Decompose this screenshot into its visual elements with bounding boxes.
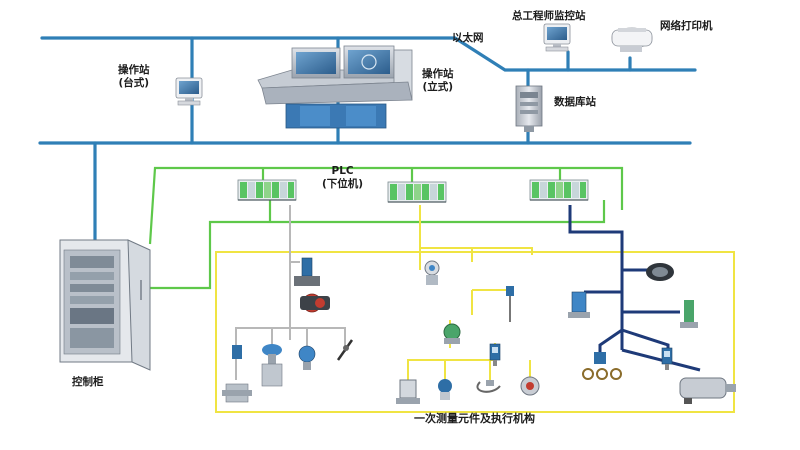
valve-icon[interactable] (222, 345, 252, 403)
cable-sensor-icon[interactable] (476, 380, 501, 393)
chief-engineer-monitor-icon[interactable] (543, 23, 571, 52)
gray-links (235, 205, 346, 380)
pump-icon[interactable] (294, 257, 330, 313)
pipe-valve-icon[interactable] (582, 352, 622, 380)
motor-icon[interactable] (679, 377, 736, 404)
plc-rack-left-icon[interactable] (237, 179, 297, 201)
ethernet-label: 以太网 (452, 32, 484, 44)
flange-sensor-icon[interactable] (396, 379, 420, 404)
plc-rack-middle-icon[interactable] (387, 181, 447, 203)
sensor-icon[interactable] (424, 260, 440, 285)
flow-switch-icon[interactable] (680, 300, 698, 328)
desk-operator-station-icon[interactable] (175, 77, 203, 106)
standing-operator-station-label: 操作站 (立式) (422, 68, 454, 93)
control-cabinet-label: 控制柜 (72, 376, 104, 388)
manifold-icon[interactable] (568, 291, 590, 318)
network-printer-label: 网络打印机 (660, 20, 713, 32)
database-station-label: 数据库站 (554, 96, 596, 108)
field-device-boundary (215, 205, 735, 413)
electromagnetic-meter-icon[interactable] (661, 347, 673, 371)
plc-rack-right-icon[interactable] (529, 179, 589, 201)
navy-links (568, 205, 701, 372)
thermocouple-icon[interactable] (438, 379, 452, 400)
level-transmitter-icon[interactable] (443, 323, 461, 344)
gas-detector-icon[interactable] (646, 263, 674, 281)
network-printer-icon[interactable] (611, 27, 653, 52)
flow-meter-icon[interactable] (506, 286, 514, 322)
plc-label: PLC (下位机) (322, 165, 364, 190)
green-links (148, 166, 624, 290)
control-cabinet-icon[interactable] (59, 239, 151, 371)
gauge-icon[interactable] (489, 343, 501, 367)
chief-engineer-station-label: 总工程师监控站 (512, 10, 586, 22)
field-devices-label: 一次测量元件及执行机构 (414, 412, 535, 425)
pressure-transmitter-icon[interactable] (298, 345, 316, 370)
database-server-icon[interactable] (515, 85, 543, 132)
actuator-icon[interactable] (520, 376, 540, 396)
standing-operator-console-icon[interactable] (257, 45, 413, 129)
desk-operator-station-label: 操作站 (台式) (118, 64, 150, 89)
temperature-probe-icon[interactable] (336, 339, 354, 361)
control-valve-icon[interactable] (261, 344, 283, 387)
